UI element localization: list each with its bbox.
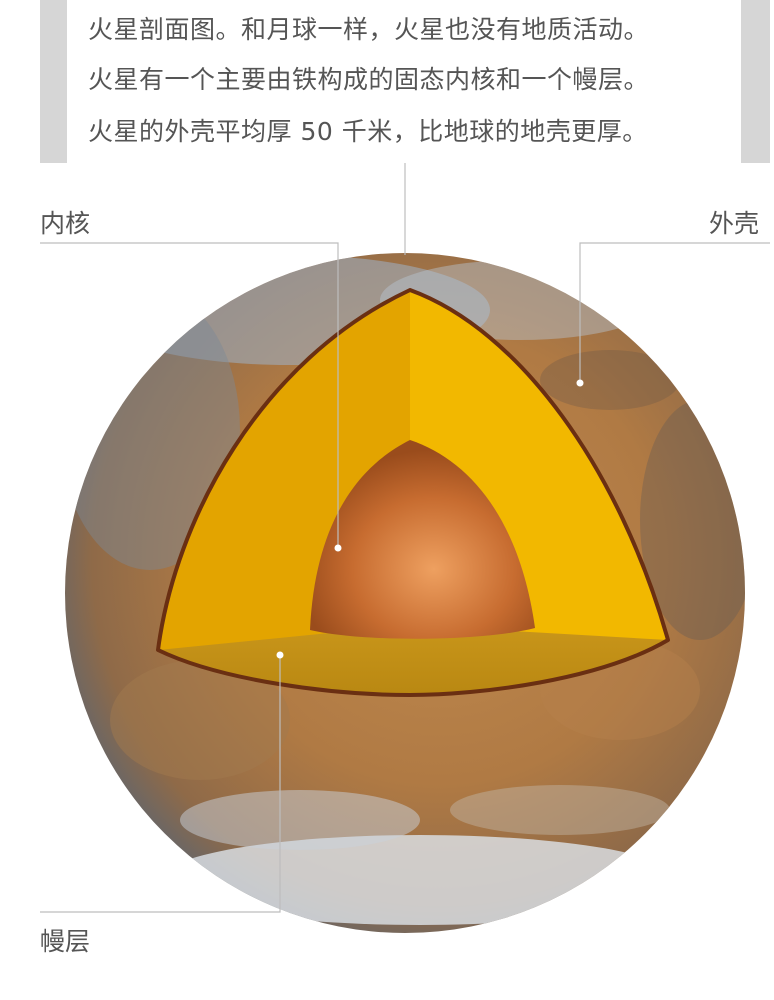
crust-marker — [576, 379, 584, 387]
crust-leader — [579, 242, 770, 383]
mantle-floor — [158, 625, 668, 695]
inner-core-leader — [40, 242, 339, 548]
caption-panel — [67, 0, 741, 163]
mantle-leader — [40, 655, 281, 913]
mars-planet — [65, 253, 745, 933]
cutaway-section — [156, 288, 670, 697]
inner-core-marker — [334, 544, 342, 552]
inner-core — [310, 440, 535, 639]
inner-core-label: 内核 — [40, 209, 91, 238]
caption-line-3: 火星的外壳平均厚 50 千米，比地球的地壳更厚。 — [88, 117, 648, 146]
caption-line-2: 火星有一个主要由铁构成的固态内核和一个幔层。 — [88, 65, 650, 94]
crust-label: 外壳 — [709, 209, 760, 238]
crust-outline — [156, 288, 670, 697]
mantle-label: 幔层 — [40, 927, 91, 956]
leader-lines — [40, 163, 770, 913]
mantle-marker — [276, 651, 284, 659]
caption-line-1: 火星剖面图。和月球一样，火星也没有地质活动。 — [88, 15, 650, 44]
leader-dots — [276, 379, 584, 659]
